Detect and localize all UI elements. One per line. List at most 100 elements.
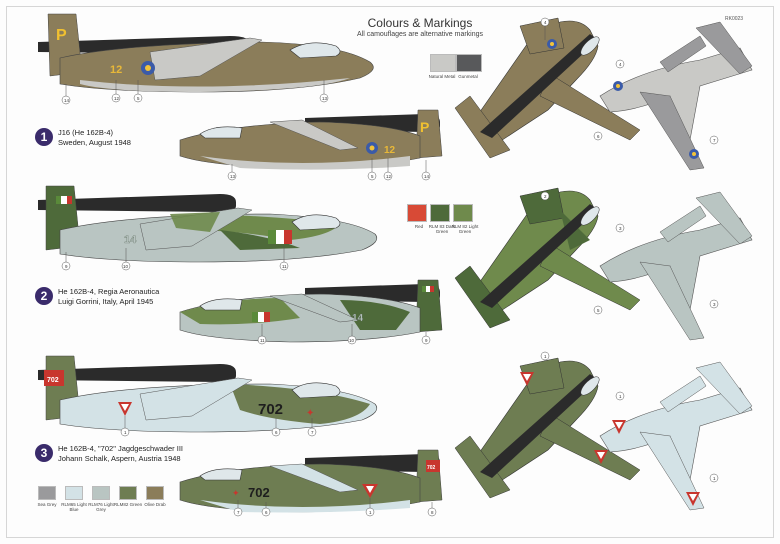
callout-s2b-10: 10 — [347, 324, 357, 345]
svg-text:7: 7 — [311, 430, 314, 435]
svg-text:5: 5 — [137, 96, 140, 101]
callout-s3b-1: 1 — [365, 498, 375, 517]
callout-bot1-4: 4 — [615, 59, 625, 69]
swatch-label: RLM65 Light Blue — [61, 502, 87, 512]
svg-text:1: 1 — [619, 394, 622, 399]
svg-text:6: 6 — [265, 510, 268, 515]
swatch-olive-drab: Olive Drab — [144, 486, 170, 507]
caption-line: J16 (He 162B-4) — [58, 128, 114, 137]
fuselage-code: 14 — [352, 313, 364, 324]
sheet-code: RK0023 — [725, 16, 744, 22]
caption-line: Sweden, August 1948 — [58, 138, 131, 147]
svg-text:10: 10 — [123, 264, 129, 269]
swatch-color — [92, 486, 110, 500]
callout-1-14: 14 — [61, 84, 71, 105]
svg-text:9: 9 — [65, 264, 68, 269]
svg-text:7: 7 — [713, 138, 716, 143]
swatch-label: Gunmetal — [458, 74, 478, 79]
scheme-badge-3: 3 — [35, 444, 53, 462]
callout-top1-4: 4 — [540, 17, 550, 40]
svg-text:1: 1 — [124, 430, 127, 435]
fin-letter: P — [420, 119, 429, 135]
scheme-badge-1: 1 — [35, 128, 53, 146]
aircraft-side-1a: 12 P — [38, 13, 374, 93]
svg-text:1: 1 — [713, 476, 716, 481]
scheme-caption-2: He 162B-4, Regia Aeronautica Luigi Gorri… — [58, 287, 159, 307]
callout-top2-5: 5 — [593, 305, 603, 315]
fuselage-code: 702 — [248, 485, 270, 500]
svg-text:11: 11 — [282, 264, 287, 269]
callout-s3-6: 6 — [271, 418, 281, 437]
caption-line: Johann Schalk, Aspern, Austria 1948 — [58, 454, 181, 463]
svg-text:12: 12 — [114, 96, 120, 101]
fuselage-code: 12 — [110, 64, 122, 76]
svg-text:6: 6 — [275, 430, 278, 435]
svg-text:13: 13 — [230, 174, 236, 179]
page-title: Colours & Markings — [367, 16, 473, 30]
fuselage-code: 14 — [124, 234, 137, 246]
callout-top3-1: 1 — [540, 351, 550, 361]
swatch-rlm82: RLM 82 Light Green — [451, 204, 480, 234]
swatch-label: Natural Metal — [428, 74, 456, 79]
page-subtitle: All camouflages are alternative markings — [356, 31, 484, 38]
swatch-label: RLM76 Light Grey — [88, 502, 114, 512]
swatch-label: RLM 82 Light Green — [451, 224, 479, 234]
swatch-color — [407, 204, 427, 222]
svg-text:1: 1 — [369, 510, 372, 515]
callout-s2b-11: 11 — [257, 324, 267, 345]
callout-1-5: 5 — [133, 80, 143, 103]
callout-2-14: 14 — [421, 160, 431, 181]
svg-text:✦: ✦ — [232, 488, 240, 498]
callout-top1-6: 6 — [593, 131, 603, 141]
swatch-color — [146, 486, 164, 500]
swatch-color — [430, 54, 456, 72]
fin-letter: P — [56, 27, 67, 44]
swatch-rlm82-green: RLM82 Green — [114, 486, 143, 507]
svg-text:12: 12 — [386, 174, 392, 179]
callout-s3b-6: 6 — [261, 502, 271, 517]
svg-text:11: 11 — [260, 338, 265, 343]
swatch-color — [119, 486, 137, 500]
svg-text:✦: ✦ — [306, 408, 314, 419]
callout-s2-10: 10 — [121, 248, 131, 271]
callout-bot2-3b: 3 — [709, 299, 719, 309]
svg-text:9: 9 — [425, 338, 428, 343]
aircraft-side-1b: 12 P — [179, 109, 443, 170]
svg-text:5: 5 — [371, 174, 374, 179]
callout-2-12: 12 — [383, 158, 393, 181]
aircraft-top-2 — [454, 187, 641, 329]
svg-text:1: 1 — [544, 354, 547, 359]
svg-text:4: 4 — [544, 20, 547, 25]
svg-text:2: 2 — [544, 194, 547, 199]
swatch-rlm83: RLM 83 Dark Green — [428, 204, 457, 234]
callout-1-13: 13 — [319, 80, 329, 103]
aircraft-top-1 — [454, 17, 641, 159]
swatch-sea-grey: Sea Grey — [37, 486, 62, 507]
swatch-color — [38, 486, 56, 500]
svg-text:4: 4 — [619, 62, 622, 67]
svg-text:3: 3 — [619, 226, 622, 231]
aircraft-bottom-2 — [599, 191, 753, 341]
svg-text:5: 5 — [597, 308, 600, 313]
callout-2-13: 13 — [227, 164, 237, 181]
svg-text:10: 10 — [349, 338, 355, 343]
aircraft-side-2a: 14 — [38, 185, 378, 263]
callout-1-12: 12 — [111, 80, 121, 103]
svg-text:14: 14 — [64, 98, 70, 103]
aircraft-top-3 — [454, 357, 641, 499]
callout-bot2-3a: 3 — [615, 223, 625, 233]
svg-text:3: 3 — [713, 302, 716, 307]
callout-top2-2: 2 — [540, 191, 550, 201]
swatch-gunmetal: Gunmetal — [456, 54, 483, 79]
swatch-rlm65: RLM65 Light Blue — [61, 486, 89, 512]
callout-2-5: 5 — [367, 158, 377, 181]
sheet-border — [6, 6, 774, 538]
aircraft-bottom-1 — [599, 21, 753, 171]
scheme-caption-3: He 162B-4, "702" Jagdgeschwader III Joha… — [58, 444, 183, 464]
callouts: 14 12 5 13 13 5 12 14 4 6 4 7 9 10 11 11… — [61, 17, 719, 517]
swatch-label: RLM 83 Dark Green — [428, 224, 456, 234]
svg-text:7: 7 — [237, 510, 240, 515]
callout-s3-1: 1 — [120, 416, 130, 437]
fuselage-code: 12 — [384, 145, 396, 156]
